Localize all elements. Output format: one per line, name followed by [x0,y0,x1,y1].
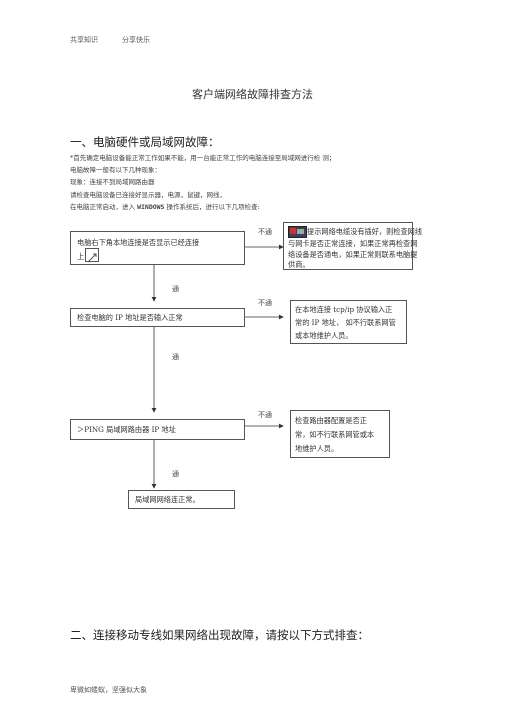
flow-step-4-box: 局域网网络连正常。 [128,490,235,509]
flow-fail-3-line-2: 常，如不行联系网管或本 [295,430,375,439]
network-cable-warning-icon [288,226,307,238]
flow-fail-3-line-1: 检查路由器配置是否正 [295,416,367,425]
flow-fail-3-line-3: 地维护人员。 [295,444,339,453]
flow-fail-1-line-1: 提示网络电缆没有插好，则检查网线 [307,227,423,236]
flow-step-1-box: 电脑右下角本地连接是否显示已经连接 上 [70,231,245,265]
paragraph-line: 在电脑正常启动，进入 WINDOWS 操作系统后，进行以下几项检查: [70,202,260,211]
header-left-text: 共享知识 [70,36,98,44]
flow-step-3-text: ＞PING 局域网路由器 IP 地址 [77,425,176,434]
section-2-heading: 二、连接移动专线如果网络出现故障，请按以下方式排查： [70,628,369,642]
flow-step-3-box: ＞PING 局域网路由器 IP 地址 [70,419,245,440]
flow-step-1-line-1: 电脑右下角本地连接是否显示已经连接 [77,238,200,247]
flow-fail-2-box: 在本地连接 tcp/ip 协议输入正 常的 IP 地址， 如不行联系网管 或本地… [290,300,407,344]
flow-step-1-line-2: 上 [77,252,85,261]
flow-fail-2-line-1: 在本地连接 tcp/ip 协议输入正 [295,305,393,314]
flow-step-2-box: 检查电脑的 IP 地址是否输入正常 [70,308,245,327]
footer-text: 卑微如蝼蚁，坚强似大象 [70,686,147,694]
pass-label-2: 通 [172,353,179,361]
flow-step-2-text: 检查电脑的 IP 地址是否输入正常 [77,313,183,322]
flow-fail-1-line-4: 供商。 [288,260,310,269]
fail-label-3: 不通 [258,411,272,419]
pass-label-1: 通 [172,285,179,293]
windows-keyword: WINDOWS [137,202,165,211]
paragraph-line: *首先确定电脑设备能正常工作如果不能，用一台能正常工作的电脑连接至局域网进行检 … [70,154,336,162]
header-right-text: 分享快乐 [122,36,150,44]
network-connection-icon [85,248,99,263]
fail-label-2: 不通 [258,299,272,307]
fail-label-1: 不通 [258,228,272,236]
flow-fail-1-box: 提示网络电缆没有插好，则检查网线 与网卡是否正常连接，如果正常再检查网 络设备是… [283,222,422,270]
section-1-paragraph: *首先确定电脑设备能正常工作如果不能，用一台能正常工作的电脑连接至局域网进行检 … [70,152,335,213]
flow-fail-1-line-2: 与网卡是否正常连接，如果正常再检查网 [288,239,418,248]
section-1-heading: 一、电脑硬件或局域网故障： [70,135,220,149]
paragraph-line: 电脑故障一般有以下几种现象： [70,166,161,175]
document-title: 客户端网络故障排查方法 [192,88,313,101]
paragraph-line: 请检查电脑设备已连接好显示器，电源，鼠键，网线， [70,190,226,199]
flow-fail-2-line-2: 常的 IP 地址， 如不行联系网管 [295,318,396,327]
flow-step-4-text: 局域网网络连正常。 [135,495,200,504]
flow-fail-2-line-3: 或本地维护人员。 [295,331,353,340]
flow-fail-3-box: 检查路由器配置是否正 常，如不行联系网管或本 地维护人员。 [290,410,390,458]
pass-label-3: 通 [172,470,179,478]
paragraph-line: 现象：连接不到局域网路由器 [70,178,155,187]
flow-fail-1-line-3: 络设备是否通电，如果正常则联系电脑提 [288,250,418,259]
